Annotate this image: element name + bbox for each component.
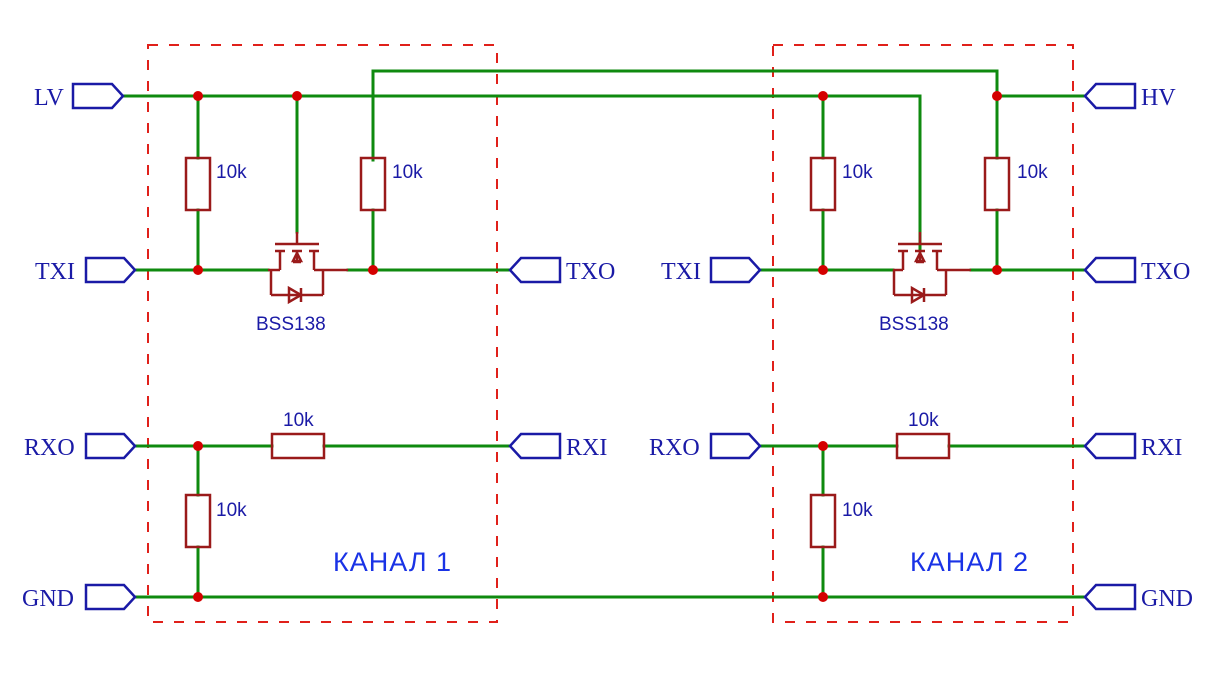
ch2-resistor-divider bbox=[809, 493, 837, 549]
port-gnd-left-label: GND bbox=[22, 586, 74, 612]
port-ch1-txi-label: TXI bbox=[35, 259, 75, 285]
port-lv-flag bbox=[71, 82, 125, 110]
port-ch1-txi-flag bbox=[84, 256, 137, 284]
port-gnd-left-flag bbox=[84, 583, 137, 611]
port-ch2-rxo-flag bbox=[709, 432, 762, 460]
ch1-resistor-divider-label: 10k bbox=[216, 500, 247, 521]
ch2-resistor-series-label: 10k bbox=[908, 410, 939, 431]
port-ch2-txo-label: TXO bbox=[1141, 259, 1190, 285]
port-ch1-txo-flag bbox=[508, 256, 562, 284]
port-ch1-rxi-label: RXI bbox=[566, 435, 607, 461]
ch2-mosfet-symbol bbox=[892, 232, 971, 305]
ch2-resistor-lv-pullup bbox=[809, 156, 837, 212]
ch1-resistor-hv-pullup bbox=[359, 156, 387, 212]
ch1-resistor-hv-pullup-label: 10k bbox=[392, 162, 423, 183]
port-ch1-rxo-label: RXO bbox=[24, 435, 75, 461]
port-lv-label: LV bbox=[34, 85, 64, 111]
port-ch1-rxo-flag bbox=[84, 432, 137, 460]
ch2-resistor-series bbox=[895, 432, 951, 460]
port-ch2-txo-flag bbox=[1083, 256, 1137, 284]
port-ch2-rxi-label: RXI bbox=[1141, 435, 1182, 461]
ch1-resistor-lv-pullup bbox=[184, 156, 212, 212]
ch1-resistor-series-label: 10k bbox=[283, 410, 314, 431]
channel-2-label: КАНАЛ 2 bbox=[910, 547, 1029, 577]
port-ch1-rxi-flag bbox=[508, 432, 562, 460]
ch2-resistor-hv-pullup-label: 10k bbox=[1017, 162, 1048, 183]
channel-1-label: КАНАЛ 1 bbox=[333, 547, 452, 577]
ch2-mosfet-label: BSS138 bbox=[879, 314, 949, 335]
ch2-resistor-divider-label: 10k bbox=[842, 500, 873, 521]
resistors bbox=[184, 156, 1011, 549]
port-ch1-txo-label: TXO bbox=[566, 259, 615, 285]
ch1-resistor-series bbox=[270, 432, 326, 460]
port-ch2-rxi-flag bbox=[1083, 432, 1137, 460]
channel-1-box bbox=[147, 44, 498, 623]
ch2-resistor-hv-pullup bbox=[983, 156, 1011, 212]
ch1-resistor-lv-pullup-label: 10k bbox=[216, 162, 247, 183]
ch1-mosfet-symbol bbox=[268, 232, 348, 305]
port-hv-flag bbox=[1083, 82, 1137, 110]
port-hv-label: HV bbox=[1141, 85, 1176, 111]
ch2-resistor-lv-pullup-label: 10k bbox=[842, 162, 873, 183]
port-ch2-txi-flag bbox=[709, 256, 762, 284]
port-gnd-right-flag bbox=[1083, 583, 1137, 611]
port-gnd-right-label: GND bbox=[1141, 586, 1193, 612]
port-ch2-txi-label: TXI bbox=[661, 259, 701, 285]
port-ch2-rxo-label: RXO bbox=[649, 435, 700, 461]
junctions bbox=[193, 91, 1002, 602]
port-flags bbox=[71, 82, 1137, 611]
channel-2-box bbox=[772, 44, 1074, 623]
ch1-resistor-divider bbox=[184, 493, 212, 549]
ch1-mosfet-label: BSS138 bbox=[256, 314, 326, 335]
